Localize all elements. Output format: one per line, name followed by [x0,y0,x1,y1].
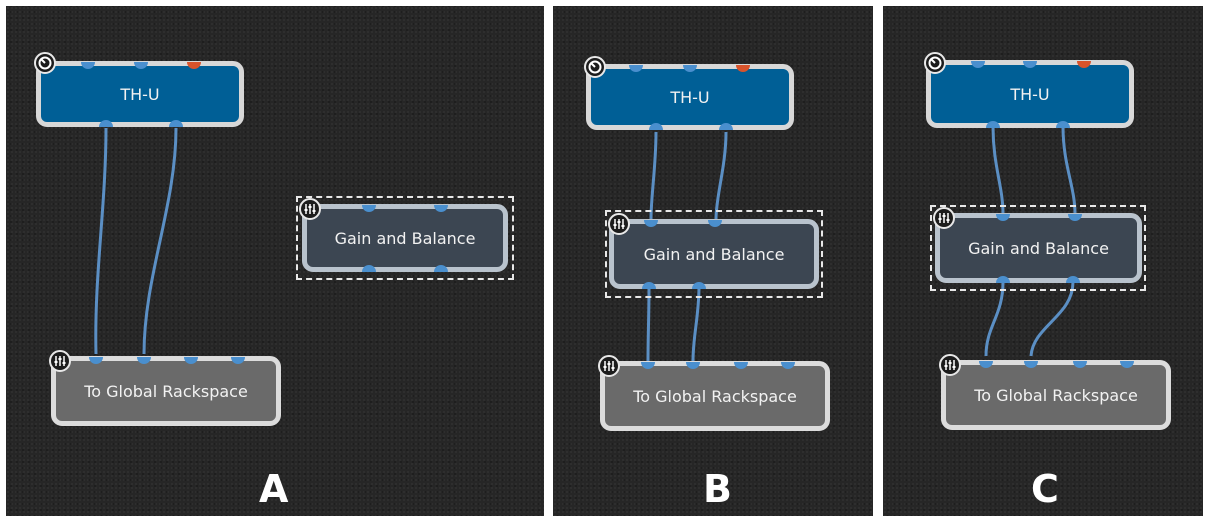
input-pin[interactable] [1073,361,1087,368]
input-pin[interactable] [1068,214,1082,221]
panel-b: TH-U Gain and Balance To Global Rackspac… [553,6,873,516]
knob-icon [924,52,946,74]
plugin-block-th-u[interactable]: TH-U [926,60,1134,128]
output-pin[interactable] [169,120,183,127]
gain-and-balance-block[interactable]: Gain and Balance [609,219,819,289]
input-pin[interactable] [781,362,795,369]
input-pin[interactable] [362,205,376,212]
knob-icon [34,52,56,74]
mixer-sliders-icon [608,213,630,235]
input-pin[interactable] [644,220,658,227]
midi-input-pin[interactable] [187,62,201,69]
block-title: TH-U [670,87,710,107]
input-pin[interactable] [89,357,103,364]
panel-label: A [259,467,289,511]
wire [1061,125,1077,215]
input-pin[interactable] [137,357,151,364]
gain-and-balance-block[interactable]: Gain and Balance [302,204,508,272]
wire [94,127,108,355]
mixer-sliders-icon [933,207,955,229]
input-pin[interactable] [641,362,655,369]
midi-input-pin[interactable] [736,65,750,72]
block-title: TH-U [1010,84,1050,104]
output-pin[interactable] [1056,121,1070,128]
panel-c: TH-U Gain and Balance To Global Rackspac… [883,6,1203,516]
wire [649,131,658,220]
wire [714,131,728,220]
output-pin[interactable] [996,276,1010,283]
input-pin[interactable] [979,361,993,368]
input-pin[interactable] [1023,61,1037,68]
input-pin[interactable] [184,357,198,364]
mixer-sliders-icon [598,355,620,377]
wire [1029,281,1075,357]
output-pin[interactable] [649,123,663,130]
panel-a: TH-U Gain and Balance To Global Rackspac… [6,6,544,516]
output-pin[interactable] [986,121,1000,128]
block-title: Gain and Balance [643,244,785,264]
input-pin[interactable] [81,62,95,69]
input-pin[interactable] [434,205,448,212]
to-global-rackspace-block[interactable]: To Global Rackspace [51,356,281,426]
knob-icon [584,56,606,78]
block-title: Gain and Balance [334,228,476,248]
block-title: Gain and Balance [968,238,1109,258]
midi-input-pin[interactable] [1077,61,1091,68]
block-title: To Global Rackspace [84,381,248,401]
input-pin[interactable] [134,62,148,69]
mixer-sliders-icon [939,354,961,376]
to-global-rackspace-block[interactable]: To Global Rackspace [941,360,1171,430]
wire [991,125,1005,215]
mixer-sliders-icon [299,198,321,220]
input-pin[interactable] [629,65,643,72]
input-pin[interactable] [1120,361,1134,368]
input-pin[interactable] [971,61,985,68]
output-pin[interactable] [99,120,113,127]
panel-label: C [1031,467,1059,511]
mixer-sliders-icon [49,350,71,372]
output-pin[interactable] [719,123,733,130]
output-pin[interactable] [642,282,656,289]
to-global-rackspace-block[interactable]: To Global Rackspace [600,361,830,431]
block-title: To Global Rackspace [974,385,1138,405]
output-pin[interactable] [692,282,706,289]
input-pin[interactable] [686,362,700,369]
selection-box [296,196,514,280]
output-pin[interactable] [1066,276,1080,283]
selection-box [930,205,1146,291]
gain-and-balance-block[interactable]: Gain and Balance [935,213,1142,283]
panel-label: B [703,467,732,511]
output-pin[interactable] [434,265,448,272]
block-title: To Global Rackspace [633,386,797,406]
wire [142,127,178,355]
wire [984,281,1005,357]
selection-box [605,210,823,298]
input-pin[interactable] [1024,361,1038,368]
input-pin[interactable] [996,214,1010,221]
plugin-block-th-u[interactable]: TH-U [36,61,244,127]
input-pin[interactable] [683,65,697,72]
input-pin[interactable] [734,362,748,369]
output-pin[interactable] [362,265,376,272]
input-pin[interactable] [708,220,722,227]
input-pin[interactable] [231,357,245,364]
plugin-block-th-u[interactable]: TH-U [586,64,794,130]
block-title: TH-U [120,84,160,104]
